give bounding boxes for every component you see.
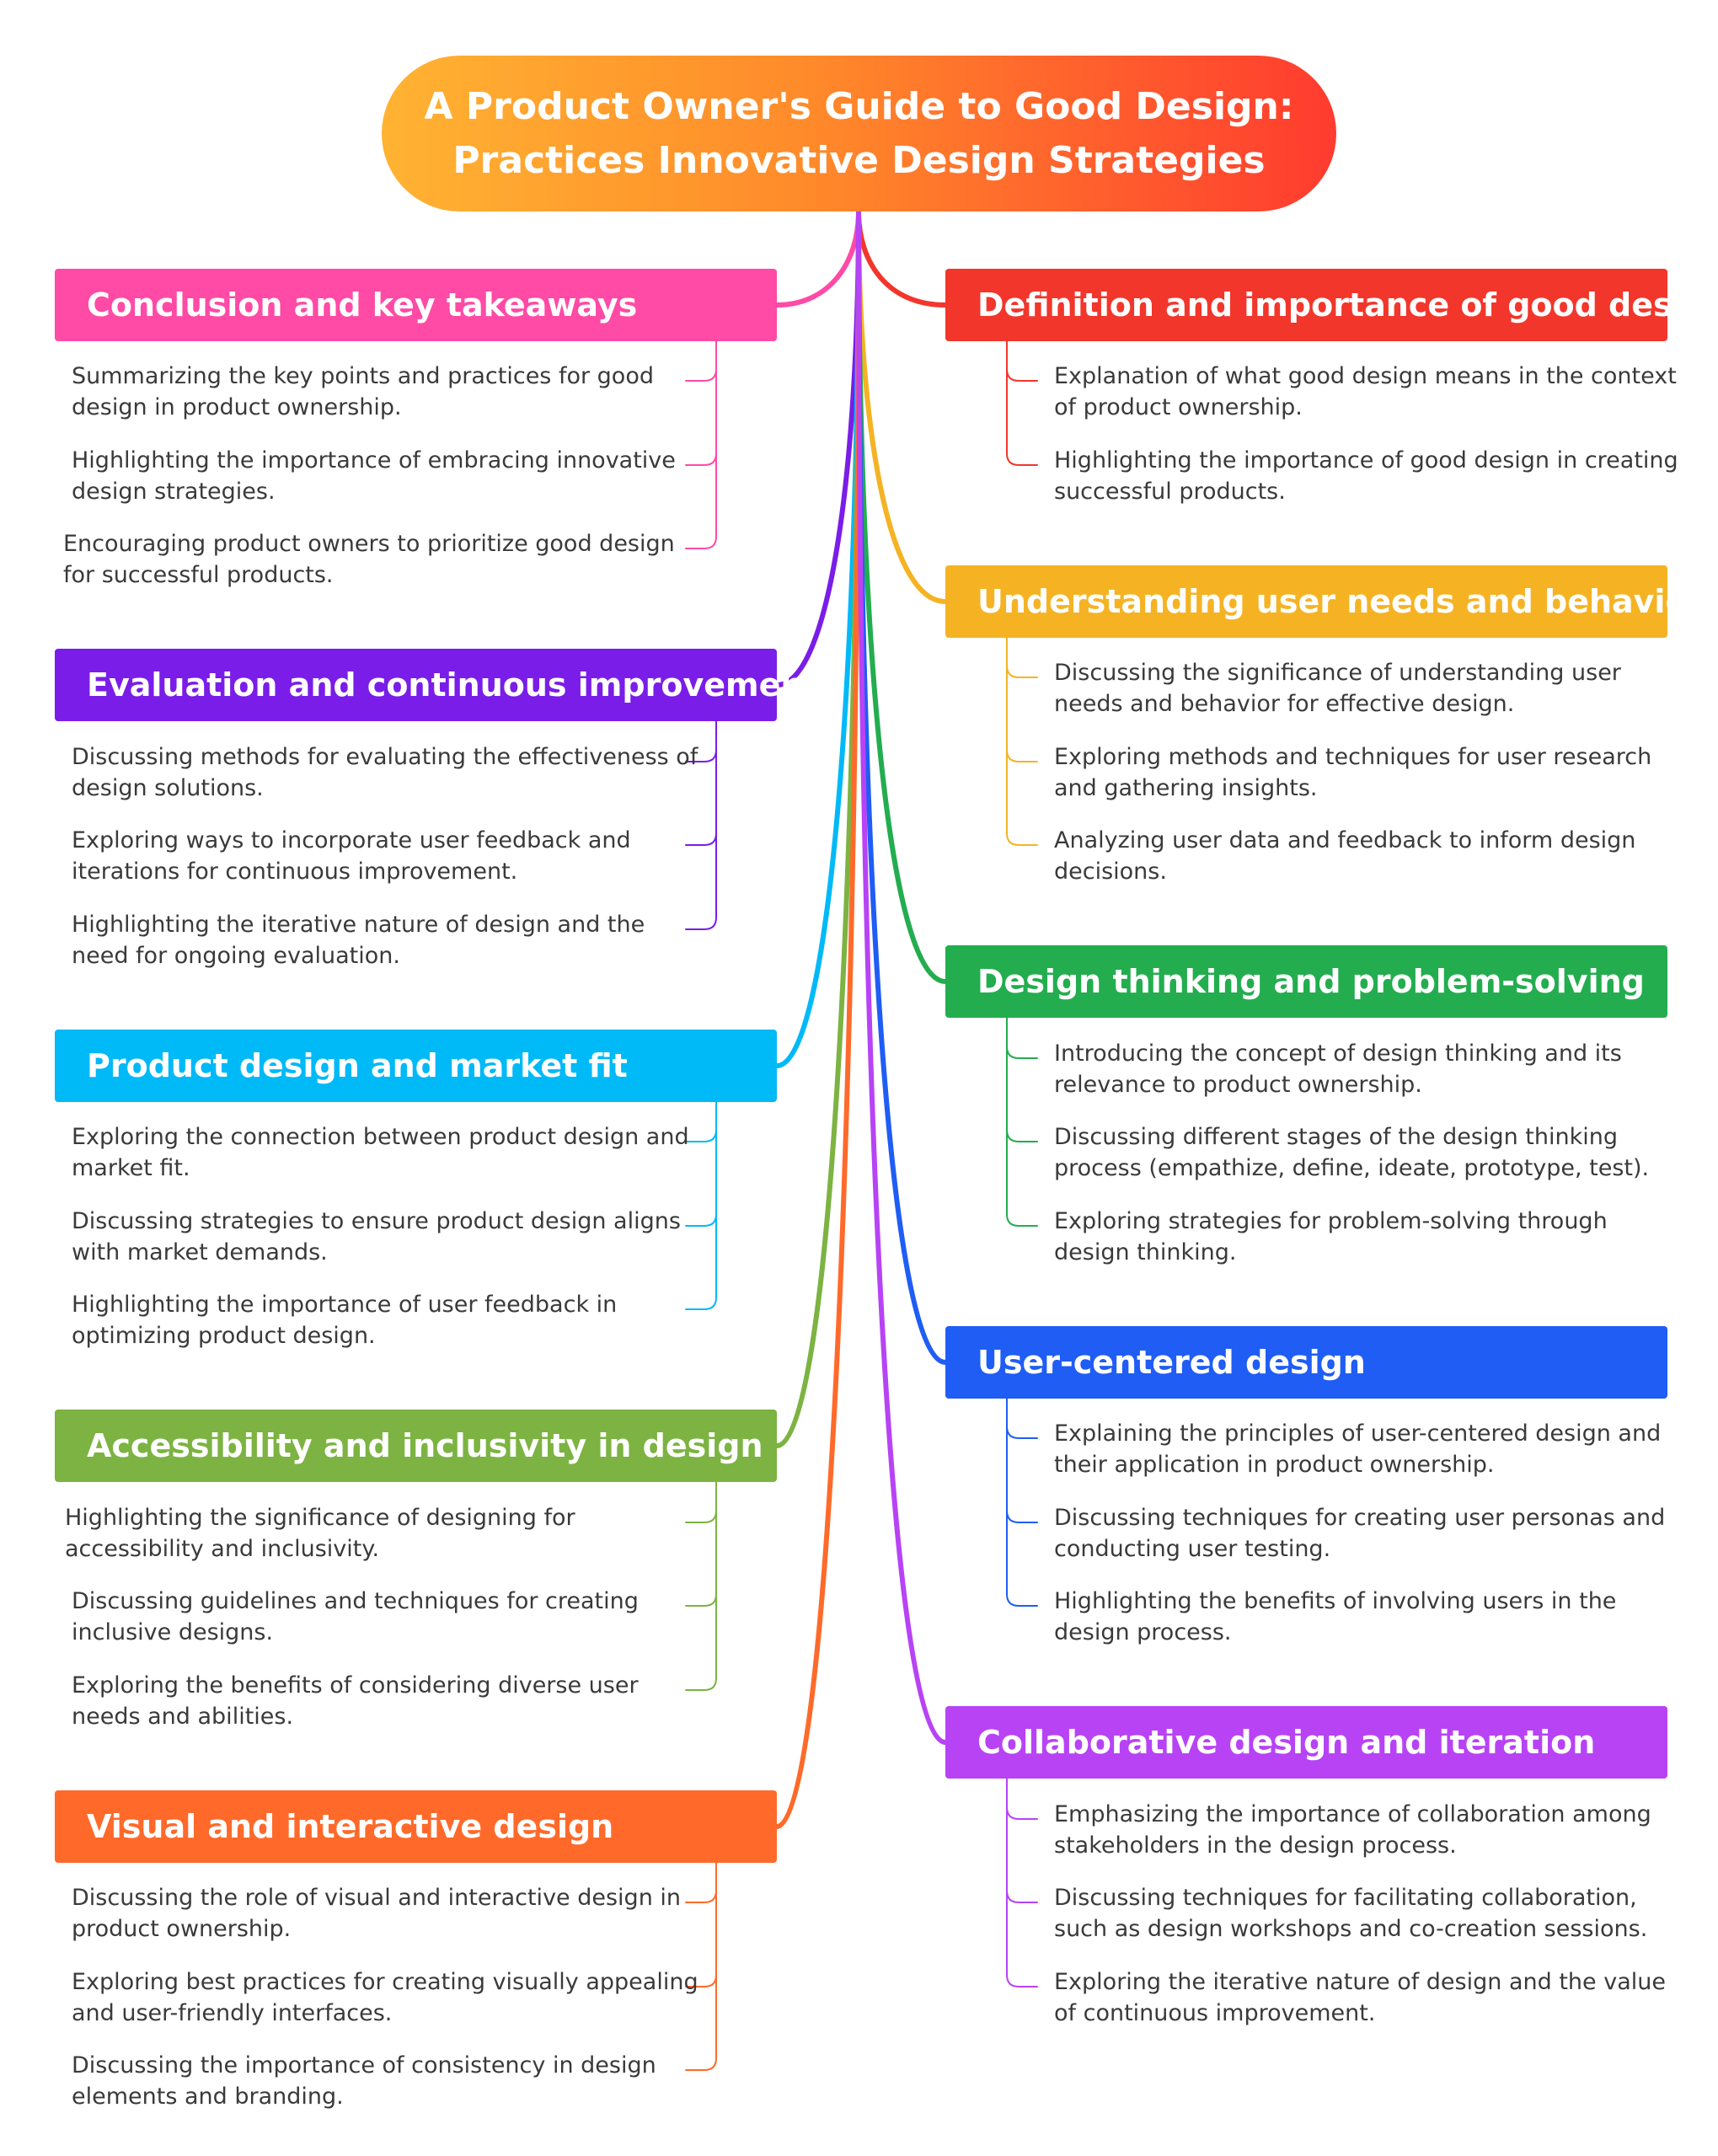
subtopic-item[interactable]: Discussing strategies to ensure product … bbox=[72, 1208, 681, 1265]
topic-definition[interactable]: Definition and importance of good design bbox=[945, 269, 1718, 341]
topic-market-fit[interactable]: Product design and market fit bbox=[55, 1030, 777, 1102]
topic-label: User-centered design bbox=[977, 1344, 1366, 1381]
subtopic-item[interactable]: Explaining the principles of user-center… bbox=[1054, 1420, 1662, 1478]
subtopic-item[interactable]: Exploring best practices for creating vi… bbox=[72, 1969, 698, 2026]
topic-label: Evaluation and continuous improvement bbox=[87, 666, 819, 704]
topic-accessibility[interactable]: Accessibility and inclusivity in design bbox=[55, 1410, 777, 1482]
subtopic-item[interactable]: Encouraging product owners to prioritize… bbox=[63, 531, 675, 588]
subtopic-item[interactable]: Discussing different stages of the desig… bbox=[1054, 1124, 1650, 1181]
subtopic-item[interactable]: Discussing guidelines and techniques for… bbox=[72, 1588, 639, 1645]
topic-visual[interactable]: Visual and interactive design bbox=[55, 1790, 777, 1863]
subtopic-item[interactable]: Discussing techniques for creating user … bbox=[1054, 1505, 1666, 1562]
subtopic-item[interactable]: Discussing the role of visual and intera… bbox=[72, 1885, 682, 1942]
subtopic-item[interactable]: Highlighting the importance of good desi… bbox=[1054, 447, 1678, 505]
item-connector bbox=[685, 1101, 717, 1310]
topic-label: Definition and importance of good design bbox=[977, 286, 1718, 324]
item-connector bbox=[1006, 1778, 1038, 1903]
topic-label: Conclusion and key takeaways bbox=[87, 286, 638, 324]
item-connector bbox=[1006, 340, 1038, 382]
subtopic-item[interactable]: Highlighting the importance of embracing… bbox=[72, 447, 676, 505]
item-connector bbox=[1006, 340, 1038, 466]
subtopic-item[interactable]: Exploring the connection between product… bbox=[72, 1124, 689, 1181]
branch-connector bbox=[774, 209, 861, 1829]
subtopic-item[interactable]: Discussing the importance of consistency… bbox=[72, 2052, 656, 2110]
branch-connector bbox=[856, 209, 948, 1745]
item-connector bbox=[685, 1862, 717, 2071]
topic-design-thinking[interactable]: Design thinking and problem-solving bbox=[945, 945, 1667, 1018]
item-connector bbox=[1006, 1778, 1038, 1987]
item-connector bbox=[1006, 1017, 1038, 1227]
item-connector bbox=[685, 720, 717, 930]
subtopic-item[interactable]: Exploring strategies for problem-solving… bbox=[1054, 1208, 1608, 1265]
subtopic-item[interactable]: Discussing techniques for facilitating c… bbox=[1054, 1885, 1648, 1942]
branch-connector bbox=[774, 209, 861, 1448]
subtopic-item[interactable]: Analyzing user data and feedback to info… bbox=[1054, 827, 1636, 885]
branch-connector bbox=[856, 209, 948, 308]
item-connector bbox=[1006, 1778, 1038, 1820]
branch-connector bbox=[856, 209, 948, 1365]
item-connector bbox=[1006, 1398, 1038, 1607]
topic-label: Understanding user needs and behavior bbox=[977, 583, 1704, 620]
topic-label: Product design and market fit bbox=[87, 1047, 628, 1084]
subtopic-item[interactable]: Highlighting the benefits of involving u… bbox=[1054, 1588, 1617, 1645]
item-connector bbox=[1006, 1398, 1038, 1439]
branch-connector bbox=[774, 209, 861, 308]
subtopic-item[interactable]: Exploring ways to incorporate user feedb… bbox=[72, 827, 631, 885]
topic-label: Design thinking and problem-solving bbox=[977, 963, 1645, 1000]
subtopic-item[interactable]: Introducing the concept of design thinki… bbox=[1054, 1041, 1622, 1098]
topic-label: Collaborative design and iteration bbox=[977, 1724, 1596, 1761]
topic-user-needs[interactable]: Understanding user needs and behavior bbox=[945, 565, 1703, 638]
branch-connector bbox=[774, 209, 861, 687]
item-connector bbox=[685, 340, 717, 549]
topic-label: Visual and interactive design bbox=[87, 1808, 614, 1845]
subtopic-item[interactable]: Highlighting the iterative nature of des… bbox=[72, 912, 645, 969]
item-connector bbox=[1006, 1398, 1038, 1523]
item-connector bbox=[1006, 637, 1038, 762]
subtopic-item[interactable]: Explanation of what good design means in… bbox=[1054, 363, 1677, 420]
topic-collaborative[interactable]: Collaborative design and iteration bbox=[945, 1706, 1667, 1779]
topic-conclusion[interactable]: Conclusion and key takeaways bbox=[55, 269, 777, 341]
subtopic-item[interactable]: Discussing the significance of understan… bbox=[1054, 660, 1621, 717]
subtopic-item[interactable]: Exploring the iterative nature of design… bbox=[1054, 1969, 1666, 2026]
item-connector bbox=[1006, 637, 1038, 678]
subtopic-item[interactable]: Exploring methods and techniques for use… bbox=[1054, 744, 1652, 801]
item-connector bbox=[1006, 637, 1038, 846]
root-topic[interactable]: A Product Owner's Guide to Good Design: … bbox=[382, 56, 1336, 211]
subtopic-item[interactable]: Highlighting the significance of designi… bbox=[65, 1505, 575, 1562]
topic-user-centered[interactable]: User-centered design bbox=[945, 1326, 1667, 1399]
topic-evaluation[interactable]: Evaluation and continuous improvement bbox=[55, 649, 819, 721]
item-connector bbox=[685, 1481, 717, 1691]
item-connector bbox=[1006, 1017, 1038, 1142]
subtopic-item[interactable]: Summarizing the key points and practices… bbox=[72, 363, 654, 420]
branch-connector bbox=[856, 209, 948, 604]
subtopic-item[interactable]: Emphasizing the importance of collaborat… bbox=[1054, 1801, 1651, 1859]
subtopic-item[interactable]: Exploring the benefits of considering di… bbox=[72, 1672, 639, 1730]
subtopic-item[interactable]: Highlighting the importance of user feed… bbox=[72, 1292, 618, 1349]
topic-label: Accessibility and inclusivity in design bbox=[87, 1427, 763, 1464]
item-connector bbox=[1006, 1017, 1038, 1059]
subtopic-item[interactable]: Discussing methods for evaluating the ef… bbox=[72, 744, 698, 801]
root-title: A Product Owner's Guide to Good Design: … bbox=[424, 84, 1294, 182]
